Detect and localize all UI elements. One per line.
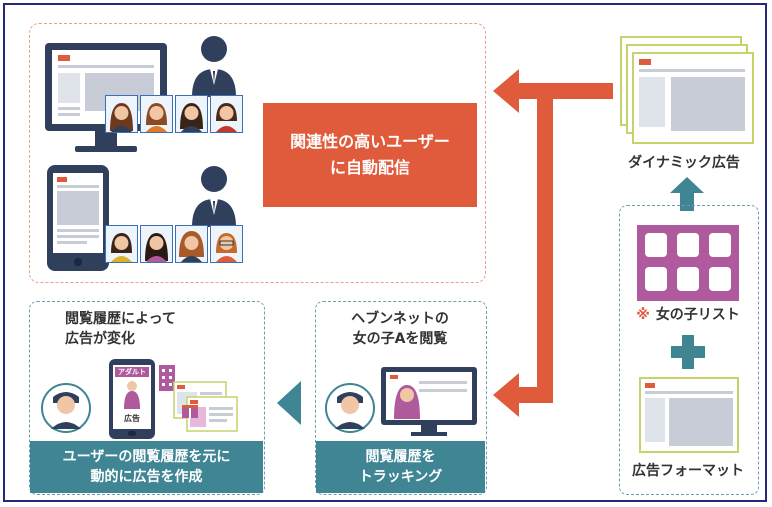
dynamic-ad-stack-icon — [620, 36, 754, 144]
woman-face-icon — [105, 95, 138, 133]
tracking-footer-line2: トラッキング — [358, 469, 443, 485]
girl-figure-icon — [124, 381, 140, 409]
ad-source-area — [619, 205, 759, 495]
businessman-icon — [192, 36, 236, 97]
woman-face-icon — [210, 225, 243, 263]
ad-change-title-line1: 閲覧履歴によって — [65, 311, 176, 327]
diagram-frame: 関連性の高いユーザー に自動配信 ダイナミック広告 ※女の — [3, 3, 767, 502]
woman-face-icon — [175, 95, 208, 133]
faces-strip — [105, 95, 243, 133]
user-avatar-icon — [41, 383, 91, 433]
ad-change-footer: ユーザーの閲覧履歴を元に 動的に広告を作成 — [30, 441, 263, 493]
plus-icon — [671, 335, 705, 369]
left-arrow-icon — [277, 381, 301, 425]
ad-change-footer-line1: ユーザーの閲覧履歴を元に — [62, 449, 231, 465]
woman-face-icon — [105, 225, 138, 263]
building-icon — [159, 365, 175, 391]
phone-ad-caption: 広告 — [124, 414, 140, 423]
up-arrow-icon — [670, 177, 704, 211]
flow-connector-arrows — [493, 69, 613, 417]
phone-home-button — [128, 431, 136, 436]
businessman-icon — [192, 166, 236, 227]
girls-list-label: ※ 女の子リスト — [621, 305, 755, 325]
woman-face-icon — [140, 95, 173, 133]
woman-face-icon — [175, 225, 208, 263]
phone-screen: アダルト 広告 — [113, 365, 151, 429]
smartphone-ad: アダルト 広告 — [109, 359, 155, 439]
ad-format-label: 広告フォーマット — [632, 463, 744, 479]
tracking-footer-line1: 閲覧履歴を — [365, 449, 436, 465]
auto-delivery-box: 関連性の高いユーザー に自動配信 — [263, 103, 477, 207]
dynamic-ad-label: ダイナミック広告 — [628, 155, 740, 171]
view-tracking-box — [315, 301, 487, 495]
view-title-line1: ヘブンネットの — [351, 311, 449, 327]
auto-delivery-line2: に自動配信 — [329, 158, 410, 177]
ad-change-box — [29, 301, 265, 495]
view-title-line2: 女の子Aを閲覧 — [352, 331, 448, 347]
ad-change-footer-line2: 動的に広告を作成 — [90, 469, 203, 485]
view-title: ヘブンネットの 女の子Aを閲覧 — [315, 309, 485, 349]
note-mark: ※ — [636, 307, 650, 323]
woman-face-icon — [140, 225, 173, 263]
user-avatar-icon — [325, 383, 375, 433]
faces-strip — [105, 225, 243, 263]
ad-change-title-line2: 広告が変化 — [65, 331, 135, 347]
girls-list-text: 女の子リスト — [655, 307, 740, 323]
ad-change-title: 閲覧履歴によって 広告が変化 — [29, 309, 263, 349]
tracking-footer: 閲覧履歴を トラッキング — [316, 441, 485, 493]
auto-delivery-line1: 関連性の高いユーザー — [290, 132, 450, 151]
ad-format-page-icon — [639, 377, 739, 453]
girls-list-grid-icon — [637, 225, 739, 301]
delivery-area — [29, 23, 486, 283]
monitor-girl-icon — [381, 367, 477, 436]
gift-icon — [182, 405, 198, 418]
adult-tag: アダルト — [115, 367, 149, 377]
tablet-icon — [47, 165, 109, 271]
woman-face-icon — [210, 95, 243, 133]
